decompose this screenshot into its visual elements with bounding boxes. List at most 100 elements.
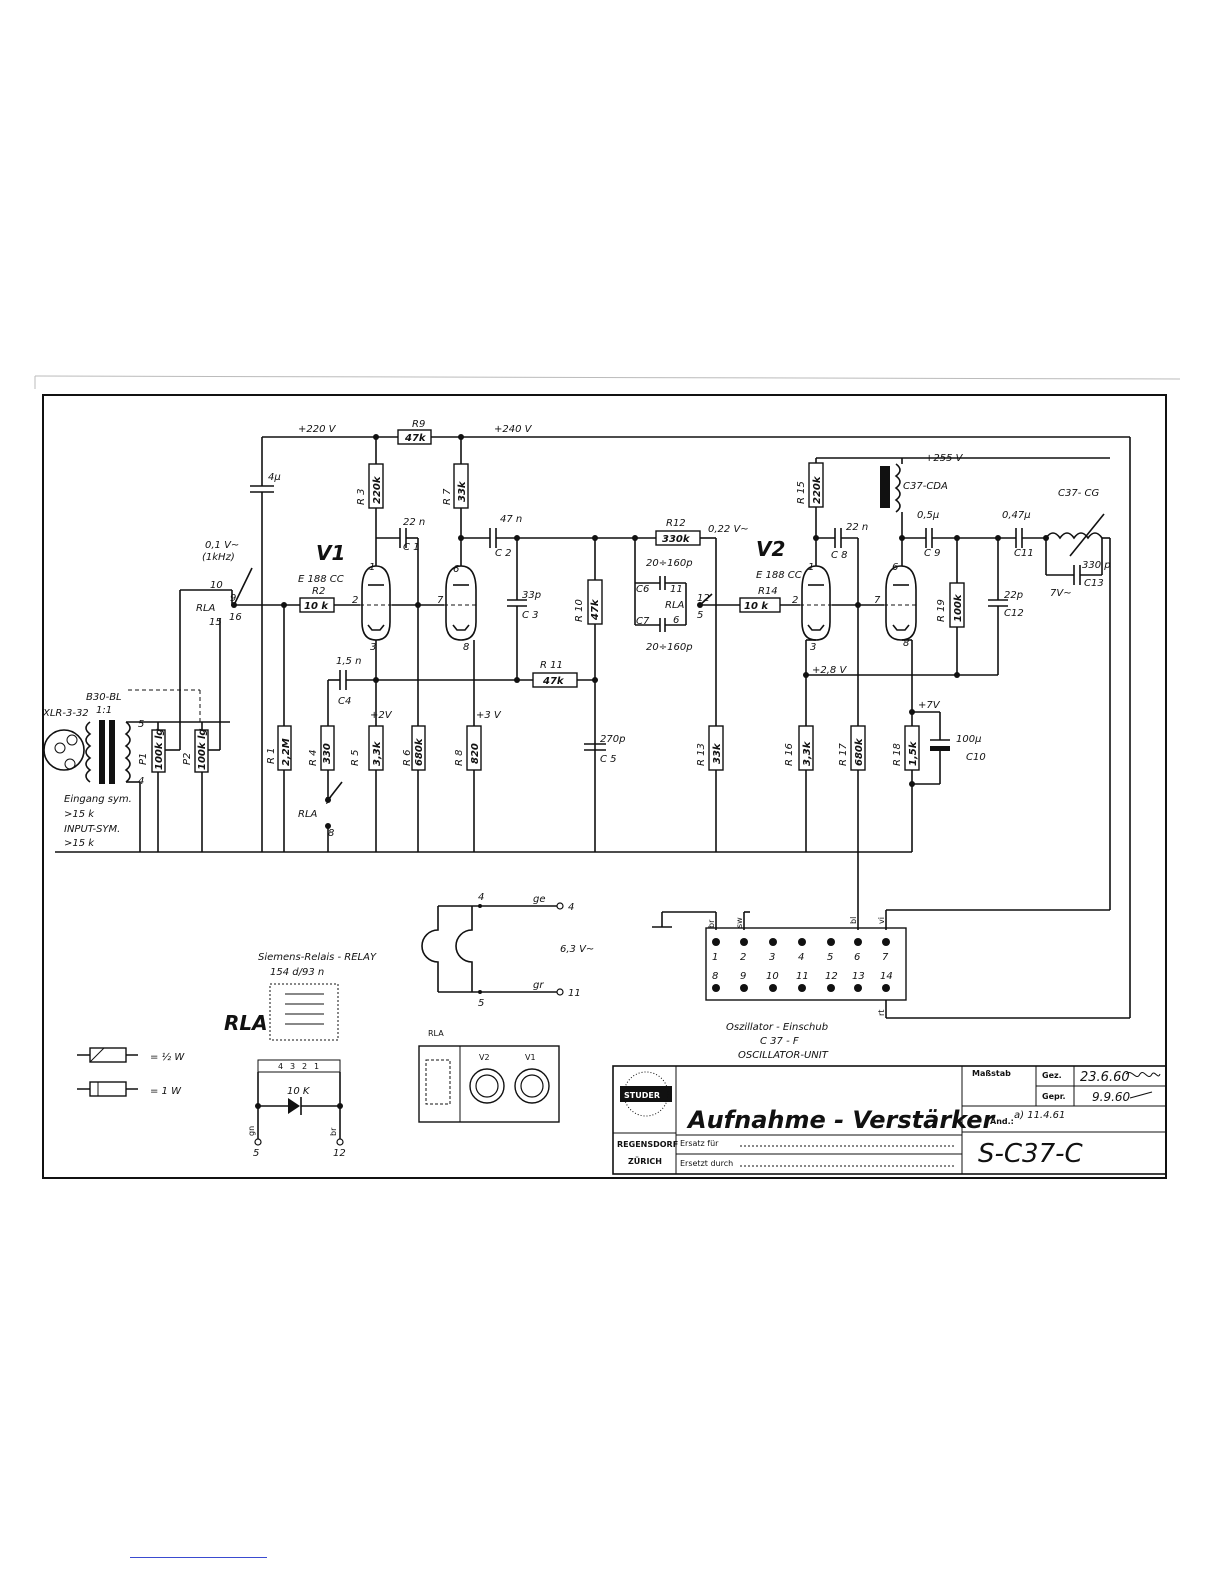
v1b-pin-6: 6: [453, 564, 459, 575]
p1-value: 100k lg: [154, 728, 165, 770]
checked-signature: [1129, 1091, 1153, 1099]
pin-10-label: 10: [210, 580, 223, 591]
oscillator-connector: [652, 909, 1131, 1019]
heater-terminal-4: 4: [568, 902, 574, 913]
layout-v2-label: V2: [479, 1053, 490, 1062]
connector-bottom-row: [712, 984, 890, 992]
r15-label: R 15: [796, 481, 807, 504]
xlr-label: XLR-3-32: [42, 708, 89, 719]
relay-contact-4: 4: [278, 1062, 283, 1071]
r1-r2-network: [234, 597, 360, 852]
r19-value: 100k: [953, 593, 964, 622]
c13-value: 330 p: [1082, 560, 1111, 571]
v2a-pin-1: 1: [808, 562, 814, 573]
c6-c7-range-bottom: 20÷160p: [646, 642, 693, 653]
coil-voltage: 7V~: [1050, 588, 1072, 599]
r15-value: 220k: [812, 475, 823, 504]
p1-label: P1: [138, 753, 149, 765]
r3-value: 220k: [372, 475, 383, 504]
r14-value: 10 k: [744, 601, 769, 612]
r1-value: 2,2M: [281, 738, 292, 766]
conn-pin-9: 9: [740, 971, 746, 982]
supply-220-label: +220 V: [298, 424, 337, 435]
c1-label: C 1: [403, 542, 420, 553]
v2-label: V2: [756, 537, 785, 561]
r16-label: R 16: [784, 743, 795, 766]
r9-value: 47k: [404, 433, 427, 444]
v1-cathode-voltage: +2V: [370, 710, 393, 721]
relay-diode-label: 10 K: [287, 1086, 311, 1097]
rla-mid-label: RLA: [298, 809, 318, 820]
filter-cap-value: 4µ: [268, 472, 281, 483]
r6-value: 680k: [414, 737, 425, 766]
v2a-pin-3: 3: [810, 642, 816, 653]
input-label-2: >15 k: [64, 809, 95, 820]
c3-label: C 3: [522, 610, 539, 621]
legend-half-watt-label: = ½ W: [150, 1051, 185, 1063]
change-label: Änd.:: [990, 1116, 1014, 1126]
wire-label-vi: vi: [877, 917, 886, 924]
relay-wire-gn: gn: [247, 1126, 256, 1136]
input-pin-5: 5: [138, 719, 144, 730]
conn-pin-10: 10: [766, 971, 779, 982]
input-freq-label: (1kHz): [202, 552, 235, 563]
scale-label: Maßstab: [972, 1069, 1011, 1078]
conn-pin-14: 14: [880, 971, 893, 982]
r5-label: R 5: [350, 750, 361, 767]
v1a-pin-2: 2: [352, 595, 358, 606]
r17-label: R 17: [838, 743, 849, 766]
heater-circuit: [421, 902, 564, 996]
v2a-pin-2: 2: [792, 595, 798, 606]
v1-tube-a: [360, 565, 392, 641]
layout-v1-label: V1: [525, 1053, 536, 1062]
checked-label: Gepr.: [1042, 1092, 1066, 1101]
r14-label: R14: [758, 586, 778, 597]
interstage-rla-label: RLA: [665, 600, 685, 611]
interstage-network: [584, 530, 740, 852]
heater-voltage: 6,3 V~: [560, 944, 594, 955]
c7-label: C7: [636, 616, 650, 627]
v1-label: V1: [316, 541, 345, 565]
relay-name: RLA: [224, 1011, 268, 1035]
r7-label: R 7: [442, 488, 453, 505]
osc-title-1: Oszillator - Einschub: [726, 1022, 828, 1033]
r18-value: 1,5k: [908, 740, 919, 766]
c6-label: C6: [636, 584, 649, 595]
c9-label: C 9: [924, 548, 941, 559]
drawn-signature: [1125, 1072, 1161, 1078]
r18-label: R 18: [892, 743, 903, 766]
relay-coil-circuit: [254, 1059, 344, 1146]
heater-wire-gr: gr: [533, 980, 544, 991]
supply-rails: [55, 429, 1131, 925]
r2-value: 10 k: [304, 601, 329, 612]
v2b-pin-7: 7: [874, 595, 881, 606]
supply-240-label: +240 V: [494, 424, 533, 435]
city-1: REGENSDORF: [617, 1140, 678, 1149]
c1-value: 22 n: [403, 517, 425, 528]
input-pin-4: 4: [138, 776, 144, 787]
v2-cathode-voltage: +2,8 V: [812, 665, 847, 676]
c5-value: 270p: [600, 734, 625, 745]
checked-date: 9.9.60: [1092, 1090, 1131, 1104]
input-rla-label: RLA: [196, 603, 216, 614]
c2-label: C 2: [495, 548, 512, 559]
c4-value: 1,5 n: [336, 656, 361, 667]
c13-label: C13: [1084, 578, 1104, 589]
r5-value: 3,3k: [372, 740, 383, 766]
relay-contact-2: 2: [302, 1062, 307, 1071]
r11-value: 47k: [542, 676, 565, 687]
v1-networks: [320, 437, 700, 852]
v2-type: E 188 CC: [756, 570, 802, 581]
v1b-cathode-voltage: +3 V: [476, 710, 502, 721]
v1a-pin-1: 1: [369, 562, 375, 573]
c2-value: 47 n: [500, 514, 522, 525]
c6-c7-range-top: 20÷160p: [646, 558, 693, 569]
transformer-label: B30-BL: [86, 692, 122, 703]
r6-label: R 6: [402, 750, 413, 767]
c12-label: C12: [1004, 608, 1024, 619]
pin-16-label: 16: [229, 612, 242, 623]
scan-artifacts: [34, 375, 1181, 389]
c9-value: 0,5µ: [917, 510, 939, 521]
conn-pin-2: 2: [740, 952, 746, 963]
drawing-title: Aufnahme - Verstärker: [686, 1106, 997, 1134]
